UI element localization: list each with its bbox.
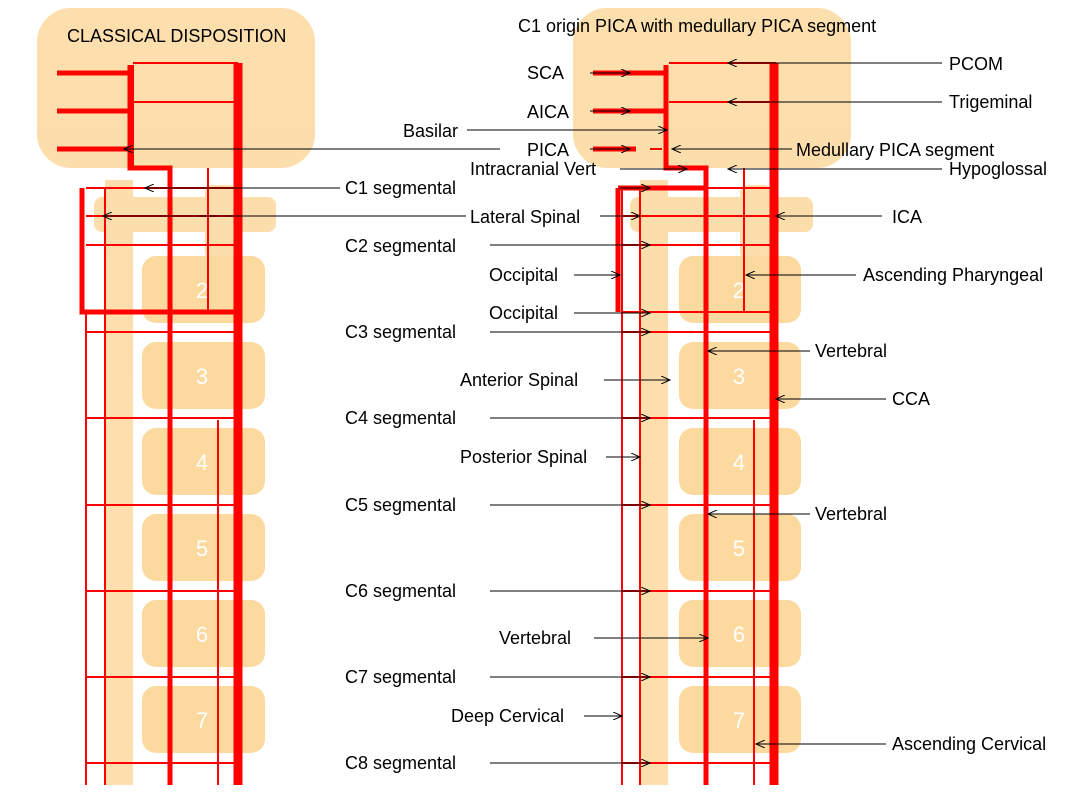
right-vertebra-7-label: 7: [733, 708, 745, 733]
left-vertebra-7-label: 7: [196, 708, 208, 733]
right-vertebra-3-label: 3: [733, 364, 745, 389]
left-dens: [205, 185, 237, 260]
label-occipital-1: Occipital: [489, 265, 558, 285]
left-vertebra-5-label: 5: [196, 536, 208, 561]
label-occipital-2: Occipital: [489, 303, 558, 323]
right-panel-title: C1 origin PICA with medullary PICA segme…: [518, 16, 876, 36]
label-sca: SCA: [527, 63, 564, 83]
label-c7-segmental: C7 segmental: [345, 667, 456, 687]
label-c8-segmental: C8 segmental: [345, 753, 456, 773]
right-vertebra-4-label: 4: [733, 450, 745, 475]
label-c2-segmental: C2 segmental: [345, 236, 456, 256]
label-trigeminal: Trigeminal: [949, 92, 1032, 112]
label-intracranial-vert: Intracranial Vert: [470, 159, 596, 179]
label-c6-segmental: C6 segmental: [345, 581, 456, 601]
label-c4-segmental: C4 segmental: [345, 408, 456, 428]
left-panel-title: CLASSICAL DISPOSITION: [67, 26, 286, 46]
label-c1-segmental: C1 segmental: [345, 178, 456, 198]
label-pica: PICA: [527, 140, 569, 160]
left-atlas: [94, 197, 276, 232]
left-vertebra-3-label: 3: [196, 364, 208, 389]
label-c3-segmental: C3 segmental: [345, 322, 456, 342]
left-vertebra-2-label: 2: [196, 278, 208, 303]
label-hypoglossal: Hypoglossal: [949, 159, 1047, 179]
label-posterior-spinal: Posterior Spinal: [460, 447, 587, 467]
right-skull-region: [573, 8, 851, 168]
right-vertebra-6-label: 6: [733, 622, 745, 647]
label-vertebral-r1: Vertebral: [815, 341, 887, 361]
left-vertebra-4-label: 4: [196, 450, 208, 475]
label-cca: CCA: [892, 389, 930, 409]
right-vertebra-2-label: 2: [733, 278, 745, 303]
annotation-arrows: [103, 63, 942, 763]
label-basilar: Basilar: [403, 121, 458, 141]
label-c5-segmental: C5 segmental: [345, 495, 456, 515]
label-anterior-spinal: Anterior Spinal: [460, 370, 578, 390]
right-vertebra-5-label: 5: [733, 536, 745, 561]
left-skull-region: [37, 8, 315, 168]
label-aica: AICA: [527, 102, 569, 122]
label-lateral-spinal: Lateral Spinal: [470, 207, 580, 227]
right-dens: [740, 185, 772, 260]
label-deep-cervical: Deep Cervical: [451, 706, 564, 726]
bone-shapes: [37, 8, 851, 785]
text-labels: CLASSICAL DISPOSITION C1 origin PICA wit…: [67, 16, 1047, 773]
label-pcom: PCOM: [949, 54, 1003, 74]
left-vertebra-6-label: 6: [196, 622, 208, 647]
label-ica: ICA: [892, 207, 922, 227]
label-ascending-pharyngeal: Ascending Pharyngeal: [863, 265, 1043, 285]
left-spinal-strip: [105, 180, 133, 785]
label-vertebral-r2: Vertebral: [815, 504, 887, 524]
label-ascending-cervical: Ascending Cervical: [892, 734, 1046, 754]
label-medullary-pica: Medullary PICA segment: [796, 140, 994, 160]
right-atlas: [630, 197, 813, 232]
left-arteries: [57, 62, 243, 785]
right-spinal-strip: [640, 180, 668, 785]
label-vertebral-mid: Vertebral: [499, 628, 571, 648]
